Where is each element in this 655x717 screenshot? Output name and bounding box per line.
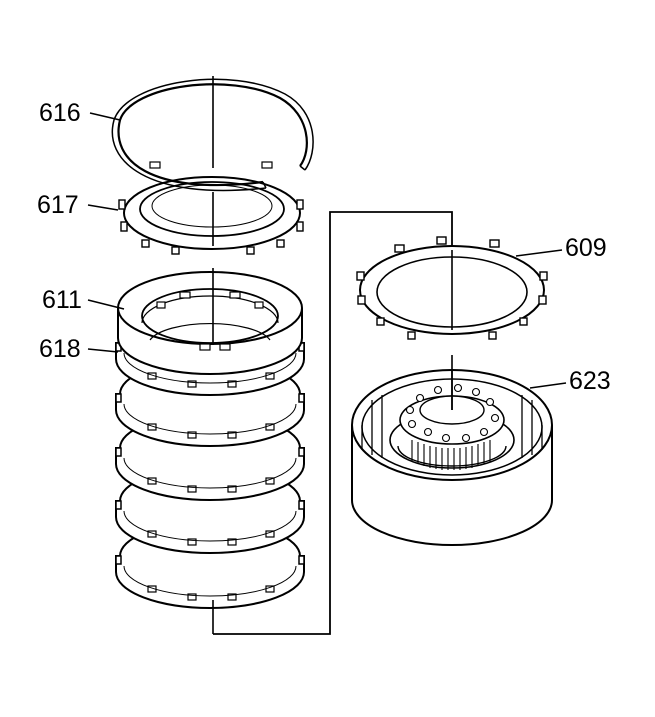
leader-611: [87, 299, 125, 310]
callout-617: 617: [37, 191, 79, 219]
callout-616: 616: [39, 99, 81, 127]
toothed-plate-617: [118, 161, 304, 255]
leader-609: [515, 249, 563, 257]
piston-housing-623: [351, 355, 553, 546]
connector-bracket: [213, 211, 453, 635]
toothed-plate-609: [356, 236, 548, 340]
backing-plate-611: [117, 271, 303, 375]
callout-609: 609: [565, 234, 607, 262]
leader-616: [89, 112, 121, 121]
leader-lines: [87, 112, 567, 389]
callout-618: 618: [39, 335, 81, 363]
leader-618: [87, 348, 119, 353]
leader-623: [529, 382, 567, 389]
callout-623: 623: [569, 367, 611, 395]
leader-617: [87, 204, 119, 211]
snap-ring-616: [111, 78, 314, 192]
callout-611: 611: [42, 286, 82, 314]
